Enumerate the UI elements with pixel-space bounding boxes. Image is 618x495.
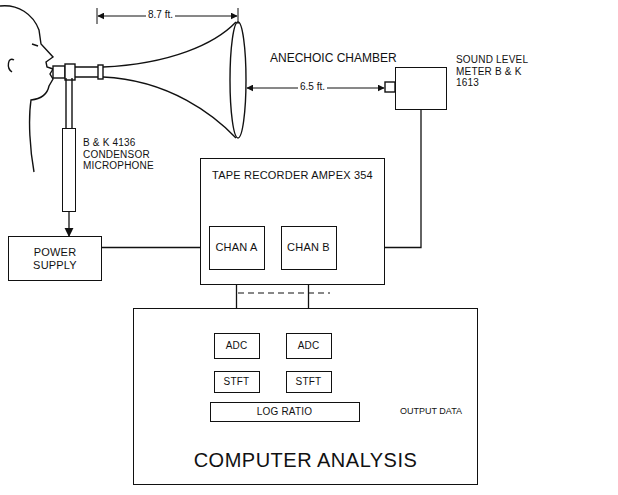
output-label: OUTPUT DATA	[398, 406, 464, 416]
stft-box: STFT	[286, 371, 332, 393]
power-supply-box: POWER SUPPLY	[8, 236, 102, 281]
signal-connector	[102, 247, 209, 248]
sound-level-meter: SOUND LEVEL METER B & K 1613	[395, 67, 447, 110]
node-label: POWER SUPPLY	[9, 246, 101, 271]
adc-box: ADC	[286, 333, 332, 359]
node-label: B & K 4136 CONDENSOR MICROPHONE	[83, 137, 167, 172]
node-label: ADC	[295, 340, 323, 352]
channel-sync-line	[238, 292, 330, 293]
channel-box: CHAN A	[209, 226, 265, 270]
node-label: LOG RATIO	[254, 406, 316, 418]
horn	[53, 22, 246, 138]
chamber-label: ANECHOIC CHAMBER	[268, 52, 399, 66]
meter-mic	[385, 82, 395, 92]
channel-box: CHAN B	[281, 226, 337, 270]
node-label: SOUND LEVEL METER B & K 1613	[456, 54, 528, 89]
node-label: COMPUTER ANALYSIS	[138, 449, 473, 472]
node-label: CHAN A	[212, 241, 260, 254]
adc-box: ADC	[214, 333, 260, 359]
dimension-label: 6.5 ft.	[298, 81, 327, 93]
mic-stem	[66, 78, 72, 128]
node-label: ADC	[223, 340, 251, 352]
tape-recorder-box: TAPE RECORDER AMPEX 354CHAN A CHAN B	[200, 158, 385, 285]
dimension-line	[97, 8, 238, 24]
computer-analysis-box: COMPUTER ANALYSIS ADC ADC STFT STFT LOG RATIO	[133, 308, 478, 485]
node-label: STFT	[221, 376, 253, 388]
dimension-label: 8.7 ft.	[146, 9, 175, 21]
head-profile	[0, 6, 53, 172]
signal-connector	[68, 212, 69, 236]
stft-box: STFT	[214, 371, 260, 393]
node-label: STFT	[293, 376, 325, 388]
condenser-microphone: B & K 4136 CONDENSOR MICROPHONE	[62, 128, 76, 212]
node-label: TAPE RECORDER AMPEX 354	[209, 169, 376, 182]
log-ratio-box: LOG RATIO	[210, 402, 360, 422]
node-label: CHAN B	[284, 241, 333, 254]
